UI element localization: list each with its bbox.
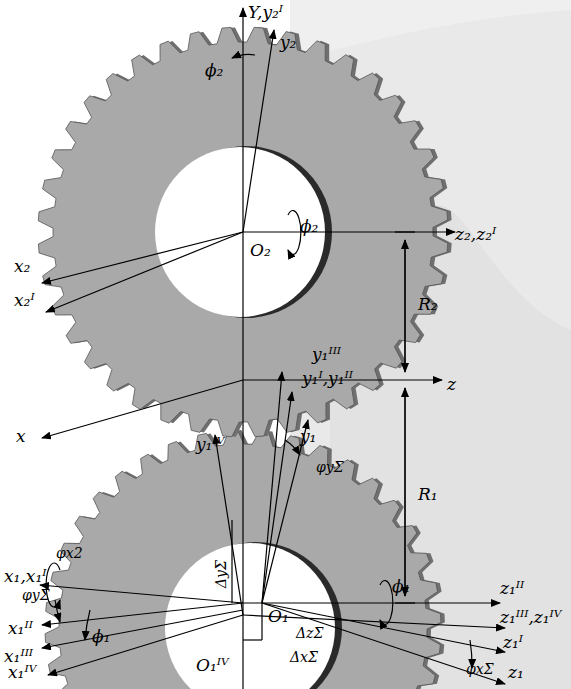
axis-label: O₁ xyxy=(268,608,289,625)
axis-label: ΔyΣ xyxy=(214,560,228,588)
axis-label: x₁ᴵⱽ xyxy=(8,664,36,681)
axis-label: ϕ₁ xyxy=(92,628,110,645)
axis-label: z₁ᴵ xyxy=(503,634,523,651)
axis-label: z₁ᴵᴵ xyxy=(500,580,524,597)
axis-label: z₁ᴵᴵᴵ,z₁ᴵⱽ xyxy=(500,609,562,626)
axis-label: z₁ xyxy=(508,664,524,681)
axis-label: φyΣ xyxy=(22,588,50,602)
axis-label: y₁ᴵⱽ xyxy=(196,436,224,453)
axis-label: ΔxΣ xyxy=(290,650,318,664)
axis-label: y₁ᴵ,y₁ᴵᴵ xyxy=(302,370,353,387)
axis-label: y₂ xyxy=(280,34,296,51)
axis-label: R₂ xyxy=(418,296,438,313)
axis-label: ϕ₁ xyxy=(392,578,410,595)
gears xyxy=(38,27,451,689)
axes xyxy=(40,8,505,689)
axis-label: z₂,z₂ᴵ xyxy=(455,226,496,243)
axis-label: x₁ᴵᴵ xyxy=(8,620,33,637)
axis-label: ϕ₂ xyxy=(205,62,223,79)
axis-label: φxΣ xyxy=(466,662,494,676)
axis-label: O₁ᴵⱽ xyxy=(196,657,229,674)
axis-label: O₂ xyxy=(250,242,271,259)
axis-label: x₂ᴵ xyxy=(14,292,35,309)
bore xyxy=(165,543,335,689)
axis-label: φyΣ xyxy=(316,460,344,474)
axis-label: Y,y₂ᴵ xyxy=(248,4,283,21)
axis-label: ϕ₂ xyxy=(300,218,318,235)
axis-label: x₂ xyxy=(14,258,30,275)
axis-label: z xyxy=(447,376,456,393)
axis-label: x₁ᴵᴵᴵ xyxy=(4,648,33,665)
axis-label: φx2 xyxy=(56,546,83,560)
axis-label: y₁ᴵᴵᴵ xyxy=(312,346,341,363)
axis-label: x₁,x₁ᴵ xyxy=(4,568,46,585)
axis-label: x xyxy=(16,428,26,445)
axis-label: y₁ xyxy=(300,428,316,445)
axis-label: ΔzΣ xyxy=(296,626,323,640)
axis-label: R₁ xyxy=(418,486,438,503)
